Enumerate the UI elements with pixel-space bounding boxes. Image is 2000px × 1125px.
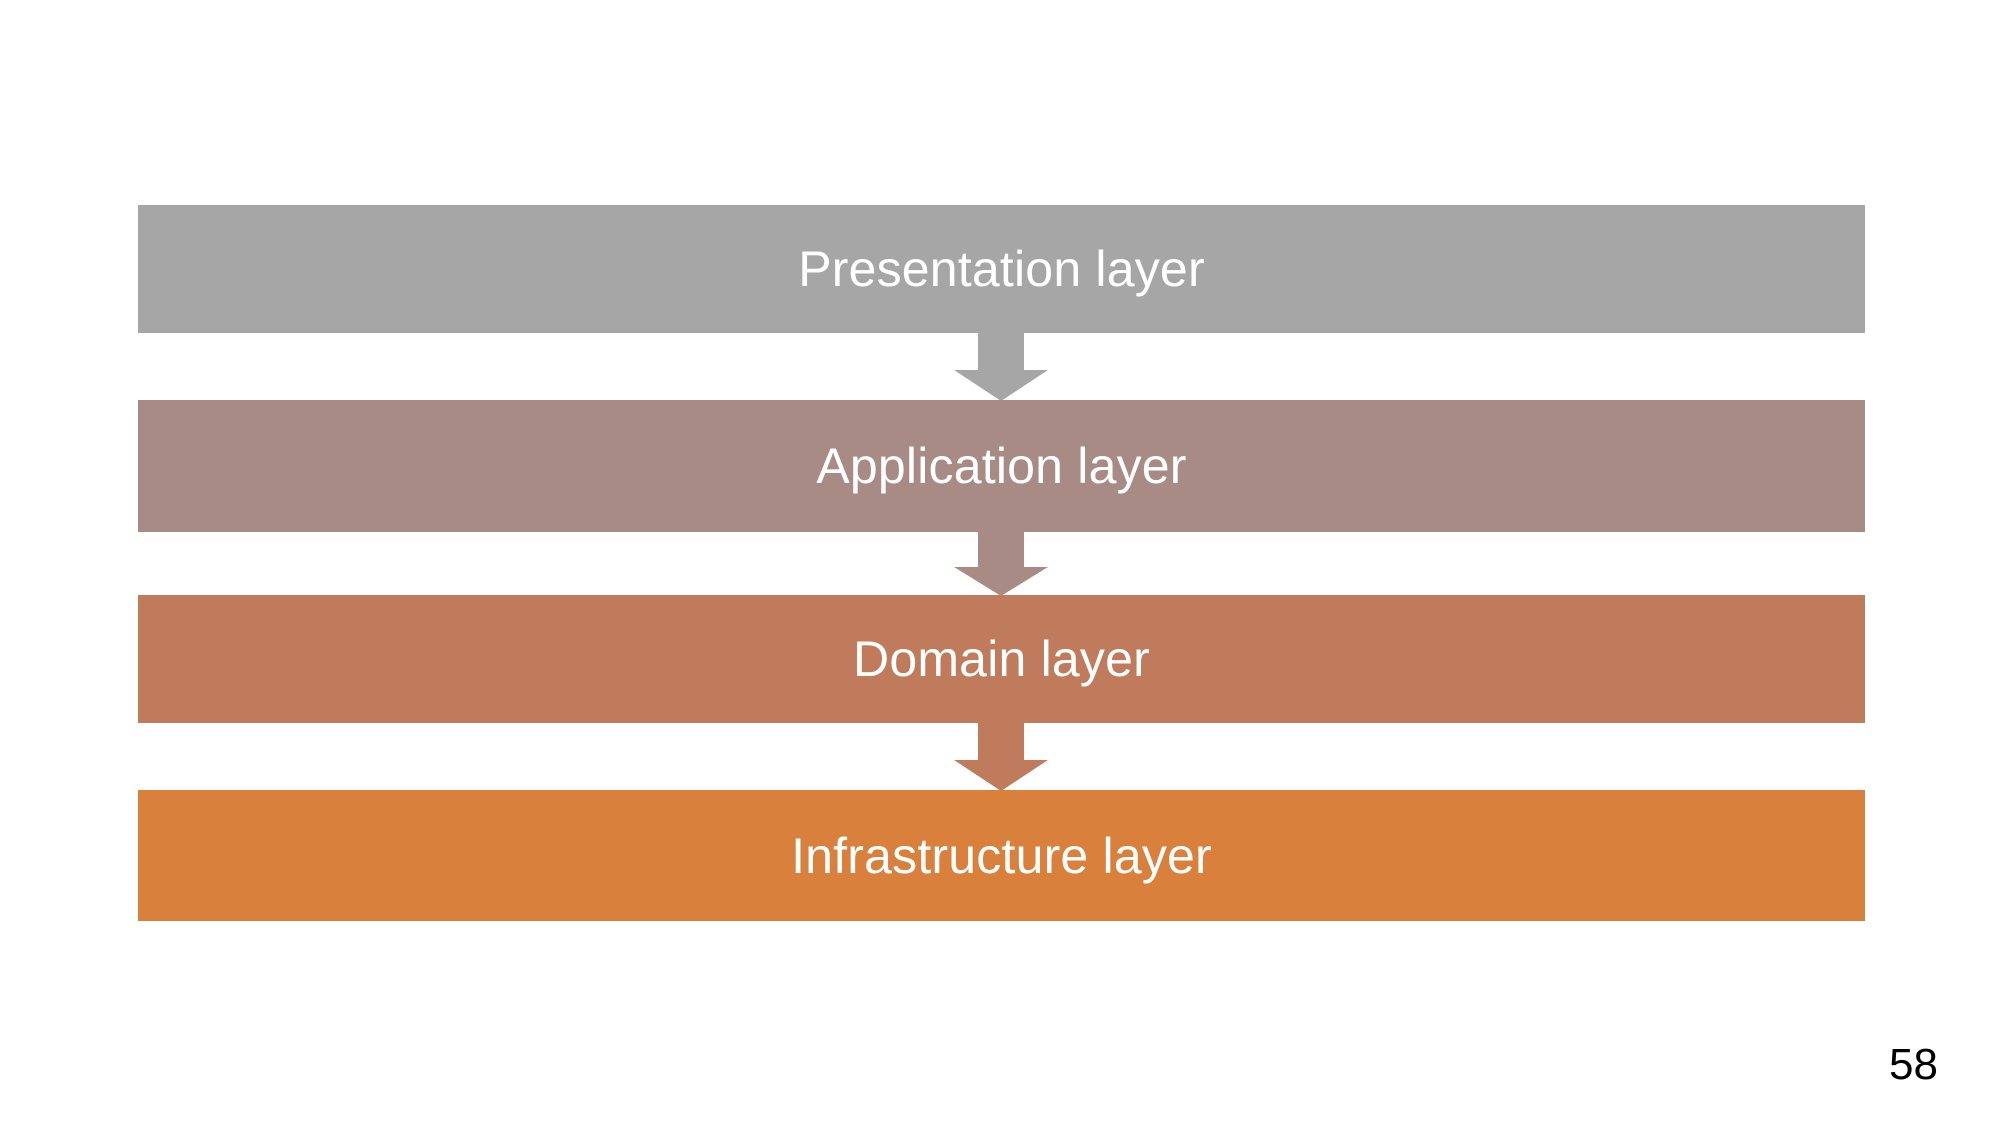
layer-label-application: Application layer — [816, 438, 1187, 494]
arrow-down-icon-domain-to-infrastructure — [954, 722, 1048, 791]
layer-label-presentation: Presentation layer — [798, 241, 1205, 297]
layer-label-infrastructure: Infrastructure layer — [791, 827, 1212, 884]
layer-bar-infrastructure[interactable]: Infrastructure layer — [138, 790, 1865, 921]
layer-label-domain: Domain layer — [853, 631, 1150, 687]
layer-bar-application[interactable]: Application layer — [138, 400, 1865, 532]
page-number: 58 — [1889, 1040, 1938, 1089]
arrow-down-icon-application-to-domain — [954, 531, 1048, 596]
layer-bar-domain[interactable]: Domain layer — [138, 595, 1865, 723]
arrow-down-icon-presentation-to-application — [954, 332, 1048, 401]
layer-bar-presentation[interactable]: Presentation layer — [138, 205, 1865, 333]
